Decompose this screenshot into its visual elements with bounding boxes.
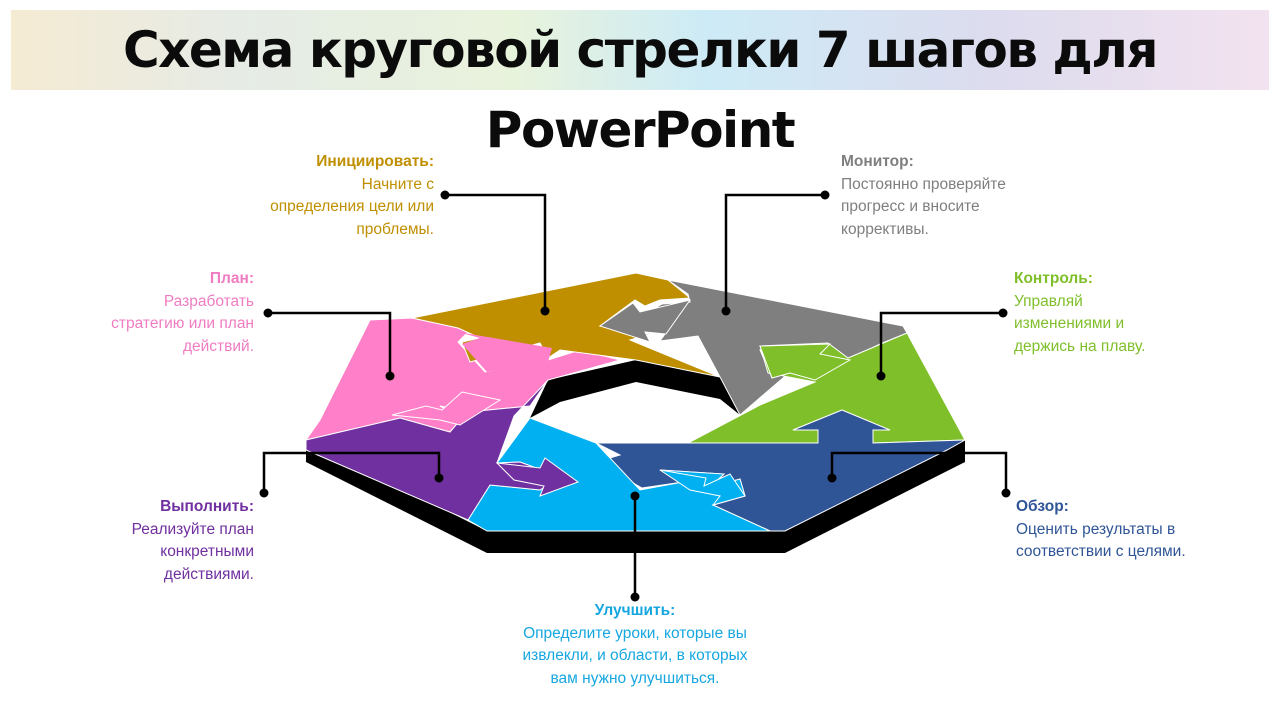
arrow-execute-into-improve <box>495 457 580 497</box>
title-banner: Схема круговой стрелки 7 шагов для Power… <box>11 10 1269 159</box>
connector-control <box>879 311 1003 376</box>
label-control-title: Контроль: <box>1014 270 1093 287</box>
connector-monitor <box>724 193 825 311</box>
label-initiate: Инициировать: Начните с определения цели… <box>226 151 434 241</box>
label-review: Обзор: Оценить результаты в соответствии… <box>1016 496 1236 564</box>
arrow-plan-to-initiate <box>458 332 552 372</box>
connector-execute <box>262 451 441 493</box>
arrow-monitor-into-initiate <box>598 299 692 343</box>
connector-plan <box>268 311 392 376</box>
label-plan-title: План: <box>209 270 254 287</box>
connectors <box>262 193 1008 597</box>
label-monitor-title: Монитор: <box>841 153 914 170</box>
connector-dots <box>259 190 1011 602</box>
label-control: Контроль: Управляй изменениями и держись… <box>1014 268 1214 358</box>
label-execute: Выполнить: Реализуйте план конкретными д… <box>54 496 254 586</box>
page-title: Схема круговой стрелки 7 шагов для Power… <box>122 21 1159 159</box>
arrow-control-into-monitor <box>759 343 852 381</box>
label-review-title: Обзор: <box>1016 498 1069 515</box>
connector-initiate <box>445 193 547 311</box>
label-plan: План: Разработать стратегию или план дей… <box>54 268 254 358</box>
arrow-pink-into-execute <box>391 391 502 426</box>
diagram-base <box>306 360 965 553</box>
arrow-improve-into-review <box>659 469 746 506</box>
label-improve-title: Улучшить: <box>594 602 676 619</box>
label-initiate-title: Инициировать: <box>316 153 434 170</box>
connector-review <box>830 451 1008 493</box>
label-improve: Улучшить: Определите уроки, которые вы и… <box>485 600 785 690</box>
label-execute-title: Выполнить: <box>160 498 254 515</box>
label-monitor: Монитор: Постоянно проверяйте прогресс и… <box>841 151 1061 241</box>
